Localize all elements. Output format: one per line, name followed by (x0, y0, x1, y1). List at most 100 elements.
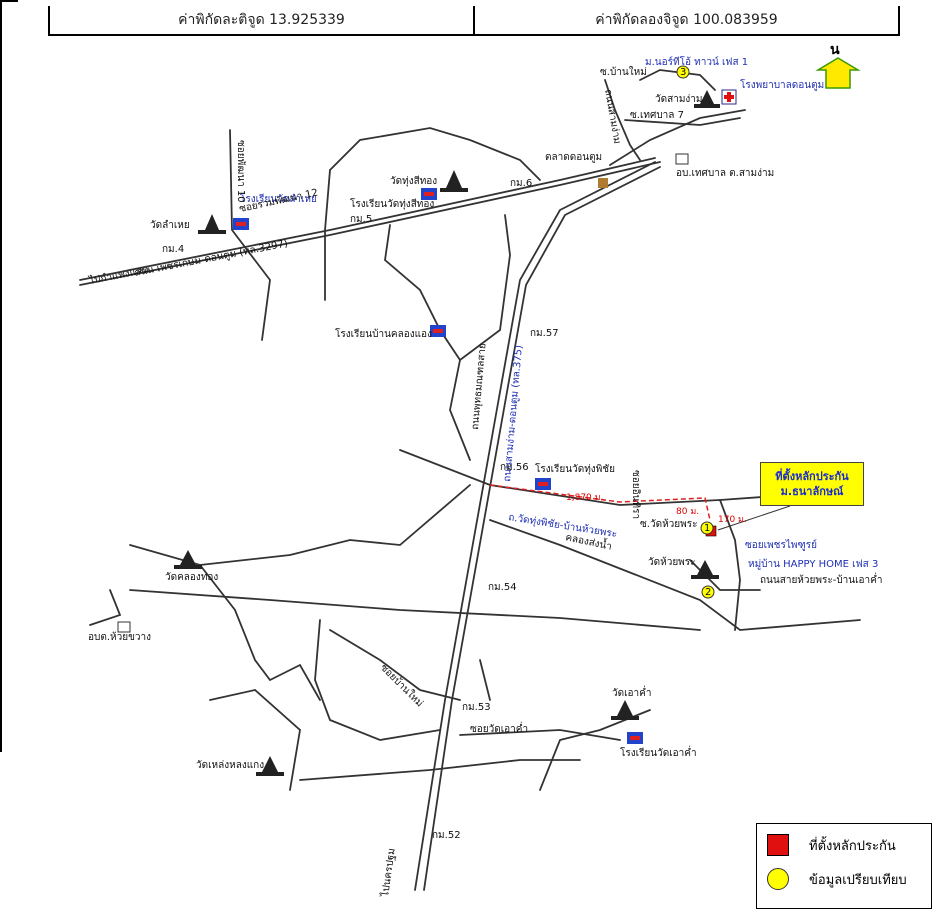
map-legend: ที่ตั้งหลักประกัน ข้อมูลเปรียบเทียบ (756, 823, 932, 909)
road-north-branch (604, 79, 641, 161)
road-site-loop (719, 499, 741, 631)
school-icon (627, 732, 643, 744)
longitude-text: ค่าพิกัดลองจิจูด 100.083959 (473, 6, 898, 34)
label-wat-huai-phra: วัดห้วยพระ (648, 556, 696, 568)
page-left-rule (0, 0, 2, 752)
label-lane-huai-phra: ซ.วัดห้วยพระ (640, 518, 697, 530)
road-thetsaban (624, 117, 741, 126)
label-wat-ao-kham: วัดเอาค่ำ (612, 685, 651, 699)
road-south-highway (414, 161, 656, 891)
temple-icon (174, 550, 202, 569)
north-arrow-icon: น (815, 42, 861, 89)
road-winding-center (384, 224, 471, 461)
coordinate-bar: ค่าพิกัดละติจูด 13.925339 ค่าพิกัดลองจิจ… (48, 6, 900, 36)
road-center-branch (459, 214, 511, 361)
label-wat-klong-thong: วัดคลองทอง (165, 572, 218, 583)
road-south-highway-edge (423, 166, 661, 891)
latitude-text: ค่าพิกัดละติจูด 13.925339 (178, 12, 345, 28)
road-winding-north (329, 127, 541, 181)
road-west-1 (129, 484, 471, 566)
label-road-vertical2: ถนนพุทธมณฑลสาย (470, 343, 489, 431)
temple-icon (256, 756, 284, 776)
road-main-highway (79, 161, 661, 286)
comparable-label-2: 2 (705, 587, 711, 598)
label-to-nakhon: ไปนครปฐม (379, 847, 398, 898)
temple-icon (694, 90, 720, 108)
legend-row-collateral: ที่ตั้งหลักประกัน (757, 834, 896, 856)
label-lane-sam-ngam: ถนนสามง่าม (602, 89, 622, 145)
collateral-site-callout: ที่ตั้งหลักประกัน ม.ธนาลักษณ์ (760, 462, 864, 506)
road-west-5 (314, 619, 441, 741)
label-lane-ban-mai2: ซอยบ้านใหม่ (378, 662, 426, 710)
label-wat-lam-hoei: วัดลำเหย (150, 220, 190, 231)
km-marker-52: กม.52 (432, 830, 461, 841)
label-lane-thetsaban: ซ.เทศบาล 7 (630, 110, 684, 121)
office-icon (117, 621, 131, 633)
temple-icon (611, 700, 639, 720)
legend-comparable-swatch (767, 868, 789, 890)
road-west-2 (129, 589, 701, 631)
label-lane-inthira: ซอยอินทิรา (630, 470, 641, 519)
label-school-ban-klon: โรงเรียนบ้านคลองแอง (335, 327, 432, 340)
label-lane-rd10: ซอยพัฒนา 10 (235, 140, 246, 203)
north-label: น (830, 42, 840, 58)
temple-icon (440, 170, 468, 192)
km-marker-6: กม.6 (510, 178, 532, 189)
comparable-label-3: 3 (680, 67, 686, 78)
legend-row-comparable: ข้อมูลเปรียบเทียบ (757, 868, 907, 890)
hospital-icon (721, 89, 737, 105)
temple-icon (691, 560, 719, 579)
school-icon (421, 188, 437, 200)
label-market: ตลาดดอนตูม (545, 152, 602, 163)
road-west-7 (329, 629, 461, 701)
distance-line (489, 484, 711, 521)
road-south-branch (459, 729, 621, 741)
label-wat-phaeng-ong: วัดเหล่งหลงแกง (196, 760, 264, 771)
distance-80: 80 ม. (676, 507, 699, 517)
page-top-rule (0, 0, 18, 2)
km-marker-57: กม.57 (530, 328, 559, 339)
callout-leader (717, 505, 791, 531)
road-west-6 (209, 689, 301, 791)
callout-line2: ม.ธนาลักษณ์ (780, 485, 844, 498)
label-office: อบ.เทศบาล ต.สามง่าม (676, 168, 774, 179)
km-marker-5: กม.5 (350, 214, 372, 225)
comparable-marker-3 (676, 65, 690, 79)
label-school-lam-hoei: โรงเรียนวัดลำเหย (240, 192, 317, 205)
market-icon (598, 178, 608, 188)
school-icon (430, 325, 446, 337)
road-west-3 (89, 589, 122, 626)
label-hospital: โรงพยาบาลดอนตูม (740, 78, 824, 91)
label-wat-thung: วัดทุ่งสีทอง (390, 175, 437, 187)
km-marker-56: กม.56 (500, 462, 529, 473)
label-school-ao-kham: โรงเรียนวัดเอาค่ำ (620, 745, 697, 759)
temple-icon (198, 214, 226, 234)
school-icon (535, 478, 551, 490)
label-village-happy: หมู่บ้าน HAPPY HOME เฟส 3 (748, 558, 878, 570)
road-huai-phra (489, 519, 861, 631)
comparable-marker-1 (700, 521, 714, 535)
road-loop-west (324, 169, 331, 301)
label-lane-ao-kham: ซอยวัดเอาค่ำ (470, 721, 528, 735)
km-marker-54: กม.54 (488, 582, 517, 593)
road-main-highway-edge (79, 157, 656, 281)
label-office-huai-khwang: อบต.ห้วยขวาง (88, 631, 151, 643)
road-lam-hoei (229, 129, 271, 341)
legend-collateral-label: ที่ตั้งหลักประกัน (809, 838, 896, 854)
label-village1: ม.นอร์ทีโอ้ ทาวน์ เฟส 1 (645, 55, 748, 68)
road-south-east (299, 759, 581, 781)
km-marker-4: กม.4 (162, 244, 184, 255)
km-marker-53: กม.53 (462, 702, 491, 713)
legend-collateral-swatch (767, 834, 789, 856)
road-top-right (609, 109, 746, 166)
label-lane-phet: ซอยเพชรไพฑูรย์ (745, 539, 817, 551)
distance-1870: 1,870 ม. (566, 493, 603, 503)
school-icon (233, 218, 249, 230)
office-icon (675, 153, 689, 165)
road-west-4 (199, 564, 321, 701)
label-lane-ban-mai: ซ.บ้านใหม่ (600, 66, 647, 78)
distance-170: 170 ม. (718, 515, 747, 525)
label-wat-sam-ngam: วัดสามง่าม (655, 94, 703, 105)
callout-line1: ที่ตั้งหลักประกัน (775, 470, 849, 483)
